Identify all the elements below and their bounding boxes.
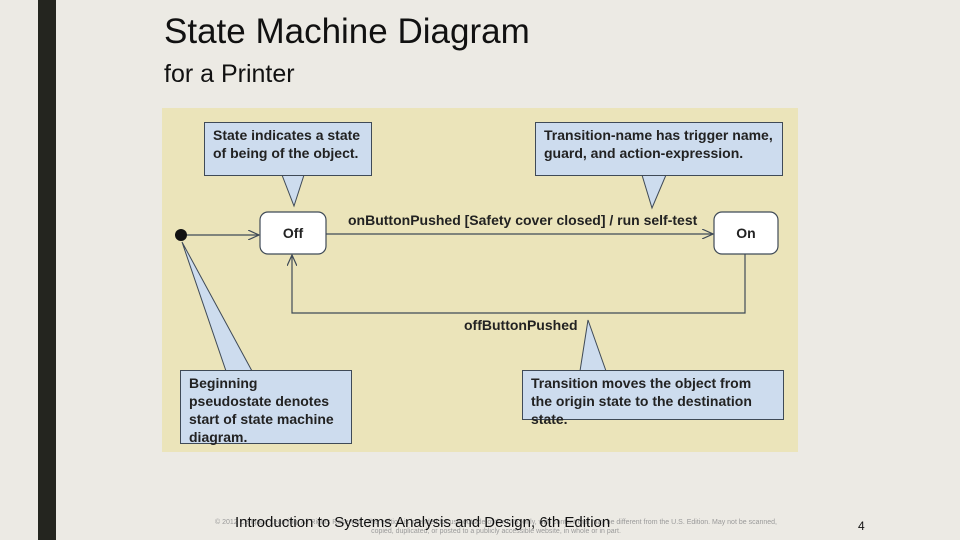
diagram-panel: Off On onButtonPushed [Safety cover clos…: [162, 108, 798, 452]
transition-on-to-off-label: offButtonPushed: [464, 317, 578, 333]
state-on-box: [713, 211, 779, 255]
diagram-canvas: [175, 174, 779, 372]
transition-name-callout: Transition-name has trigger name, guard,…: [535, 122, 783, 176]
left-accent-bar: [38, 0, 56, 540]
footer-course-title: Introduction to Systems Analysis and Des…: [235, 514, 611, 531]
page-number: 4: [858, 519, 865, 533]
transition-callout-pointer: [579, 319, 607, 372]
state-on-label: On: [736, 225, 756, 241]
slide-title: State Machine Diagram: [164, 12, 530, 51]
transition-on-to-off-arrow: [292, 254, 746, 314]
initial-pseudostate: [175, 229, 187, 241]
state-off-label: Off: [282, 225, 304, 241]
transition-name-callout-pointer: [641, 174, 667, 210]
state-callout-pointer: [281, 174, 305, 208]
state-callout: State indicates a state of being of the …: [204, 122, 372, 176]
pseudostate-callout-pointer: [181, 241, 253, 372]
slide-subtitle: for a Printer: [164, 60, 295, 88]
footer-copyright: © 2012 Cengage Learning. All Rights Rese…: [215, 519, 777, 535]
pseudostate-callout: Beginning pseudostate denotes start of s…: [180, 370, 352, 445]
transition-callout: Transition moves the object from the ori…: [522, 370, 784, 427]
transition-off-to-on-label: onButtonPushed [Safety cover closed] / r…: [348, 212, 698, 228]
